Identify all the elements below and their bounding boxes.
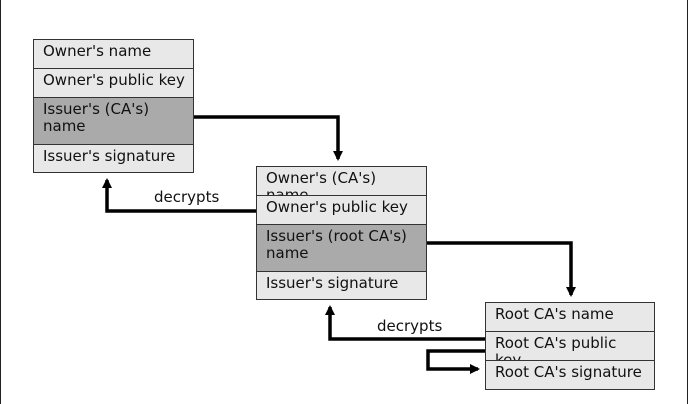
issuer-to-ca-owner-arrow — [194, 115, 343, 161]
cert2-owner-name-field: Owner's (CA's) name — [257, 167, 426, 196]
issuer-to-root-name-arrow — [427, 241, 576, 297]
cert1-owner-public-key-field: Owner's public key — [34, 69, 193, 98]
cert2-owner-public-key-field: Owner's public key — [257, 196, 426, 225]
decrypts-label-2: decrypts — [377, 317, 443, 335]
cert1-owner-name-field: Owner's name — [34, 40, 193, 69]
end-entity-certificate: Owner's name Owner's public key Issuer's… — [33, 39, 194, 173]
cert3-root-name-field: Root CA's name — [486, 303, 654, 332]
decrypts-label-1: decrypts — [154, 188, 220, 206]
root-ca-certificate: Root CA's name Root CA's public key Root… — [485, 302, 655, 390]
ca-key-decrypts-signature-arrow — [102, 178, 256, 213]
root-self-signed-arrow — [426, 349, 485, 374]
cert3-root-signature-field: Root CA's signature — [486, 361, 654, 389]
cert1-issuer-signature-field: Issuer's signature — [34, 145, 193, 172]
cert2-issuer-signature-field: Issuer's signature — [257, 272, 426, 299]
cert1-issuer-name-field: Issuer's (CA's) name — [34, 98, 193, 145]
intermediate-ca-certificate: Owner's (CA's) name Owner's public key I… — [256, 166, 427, 300]
cert3-root-public-key-field: Root CA's public key — [486, 332, 654, 361]
cert2-issuer-name-field: Issuer's (root CA's) name — [257, 225, 426, 272]
root-key-decrypts-signature-arrow — [325, 305, 485, 341]
